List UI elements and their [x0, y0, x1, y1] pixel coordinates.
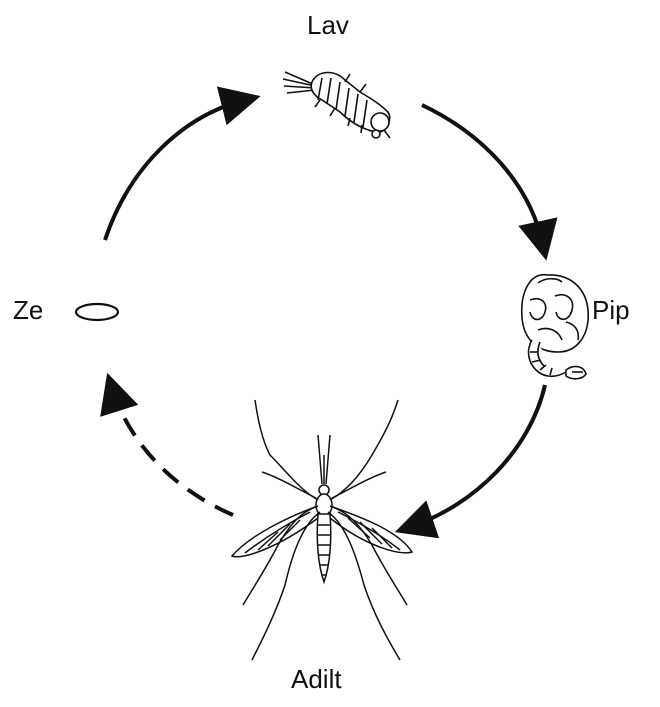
egg-label: Ze: [13, 297, 43, 323]
larva-icon: [283, 72, 390, 138]
arrow-larva-to-pupa: [422, 105, 543, 245]
adult-label: Adilt: [291, 666, 342, 692]
pupa-icon: [522, 275, 588, 379]
pupa-label: Pip: [592, 297, 630, 323]
arrow-egg-to-larva: [105, 100, 245, 240]
larva-label: Lav: [307, 12, 349, 38]
adult-mosquito-icon: [232, 400, 412, 660]
egg-icon: [76, 304, 118, 320]
arrow-pupa-to-adult: [410, 385, 545, 527]
arrow-adult-to-egg: [112, 388, 233, 515]
